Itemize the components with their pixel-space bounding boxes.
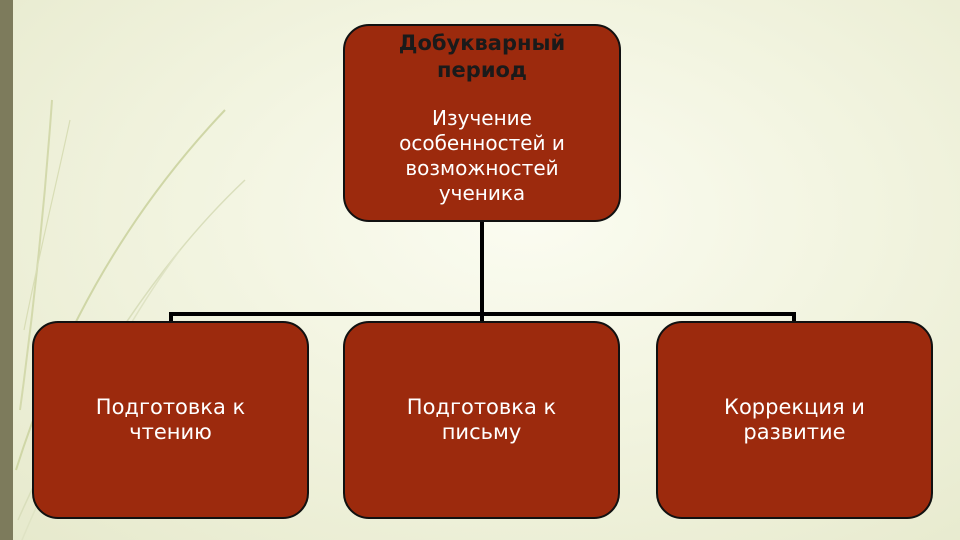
child-node-correction: Коррекция и развитие <box>656 321 933 519</box>
root-node: Добукварный период Изучение особенностей… <box>343 24 621 222</box>
root-title: Добукварный период <box>372 30 592 84</box>
child-label-reading: Подготовка к чтению <box>81 395 261 445</box>
child-node-writing: Подготовка к письму <box>343 321 620 519</box>
root-description: Изучение особенностей и возможностей уче… <box>367 106 597 206</box>
child-label-writing: Подготовка к письму <box>392 395 572 445</box>
child-node-reading: Подготовка к чтению <box>32 321 309 519</box>
child-label-correction: Коррекция и развитие <box>705 395 885 445</box>
